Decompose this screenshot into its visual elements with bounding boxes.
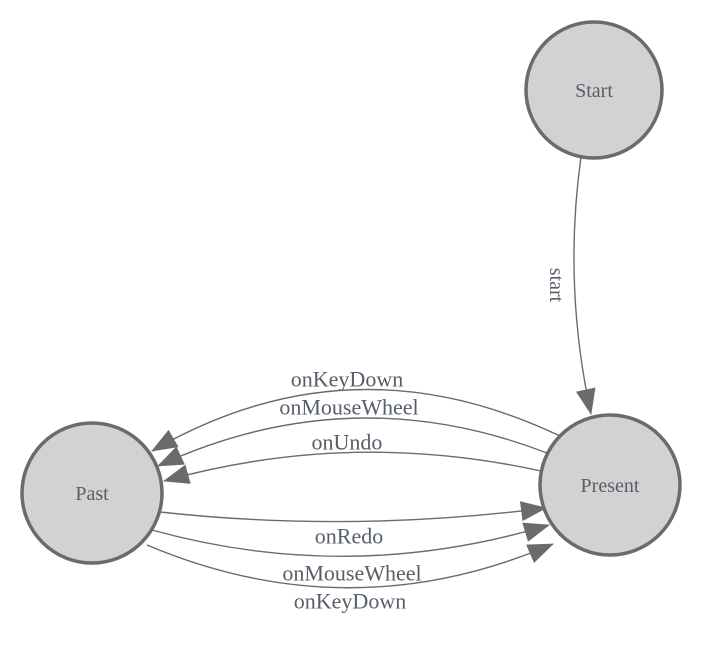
edge-present-to-past-onmousewheel-label: onMouseWheel <box>279 395 418 420</box>
edge-past-to-present-onkeydown-line <box>146 543 554 589</box>
node-present-label: Present <box>581 475 640 497</box>
edge-present-to-past-onmousewheel: onMouseWheel <box>157 395 548 467</box>
edge-past-to-present-onredo: onRedo <box>159 501 547 549</box>
edge-past-to-present-onkeydown: onKeyDown <box>146 543 554 614</box>
edges-layer: start onKeyDown onMouseWheel onUndo onRedo on… <box>146 156 596 614</box>
edge-past-to-present-onredo-line <box>159 501 547 523</box>
edge-start-to-present: start <box>545 156 596 415</box>
edge-present-to-past-onundo-line <box>163 451 542 484</box>
edge-past-to-present-onredo-label: onRedo <box>315 524 383 549</box>
edge-past-to-present-onmousewheel-label: onMouseWheel <box>282 561 421 586</box>
node-present[interactable]: Present <box>538 413 682 557</box>
edge-past-to-present-onkeydown-label: onKeyDown <box>294 589 406 614</box>
edge-present-to-past-onmousewheel-line <box>157 417 548 467</box>
node-start[interactable]: Start <box>524 20 664 160</box>
edge-past-to-present-onmousewheel: onMouseWheel <box>151 522 550 586</box>
edge-present-to-past-onundo-label: onUndo <box>312 430 383 455</box>
edge-present-to-past-onkeydown: onKeyDown <box>151 367 561 452</box>
edge-start-to-present-line <box>573 156 596 415</box>
node-start-circle[interactable] <box>524 20 664 160</box>
edge-present-to-past-onkeydown-label: onKeyDown <box>291 367 403 392</box>
node-past-label: Past <box>75 483 109 505</box>
edge-present-to-past-onkeydown-line <box>151 388 561 452</box>
node-past[interactable]: Past <box>20 421 164 565</box>
node-present-circle[interactable] <box>538 413 682 557</box>
edge-present-to-past-onundo: onUndo <box>163 430 542 484</box>
edge-start-to-present-label: start <box>545 268 567 303</box>
node-start-label: Start <box>575 80 613 102</box>
node-past-circle[interactable] <box>20 421 164 565</box>
edge-past-to-present-onmousewheel-line <box>151 522 550 558</box>
